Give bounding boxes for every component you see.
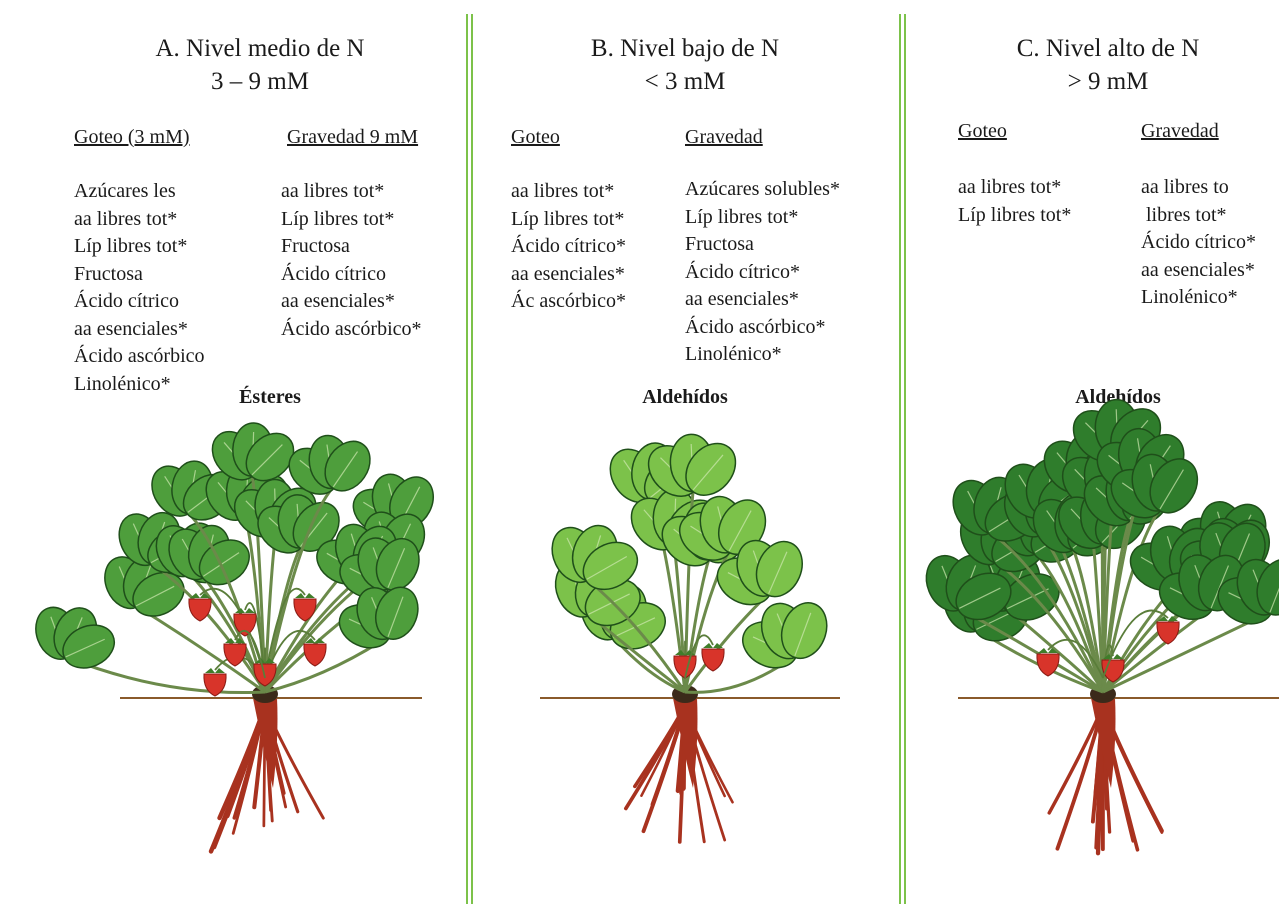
list-item: libres tot*: [1141, 202, 1256, 230]
panel-title: C. Nivel alto de N > 9 mM: [948, 32, 1268, 98]
panel-c: C. Nivel alto de N > 9 mM Goteo Gravedad…: [908, 0, 1279, 905]
list-item: Líp libres tot*: [685, 204, 840, 232]
list-item: Líp libres tot*: [511, 206, 626, 234]
list-item: Líp libres tot*: [74, 233, 205, 261]
panel-title-line1: A. Nivel medio de N: [90, 32, 430, 65]
list-item: Fructosa: [685, 231, 840, 259]
list-item: aa libres tot*: [958, 174, 1071, 202]
list-item: Ácido cítrico*: [511, 233, 626, 261]
list-item: Linolénico*: [685, 341, 840, 369]
list-item: aa libres tot*: [74, 206, 205, 234]
column-header-gravedad: Gravedad 9 mM: [287, 126, 418, 149]
panel-b: B. Nivel bajo de N < 3 mM Goteo Gravedad…: [475, 0, 899, 905]
list-item: Líp libres tot*: [281, 206, 422, 234]
compound-list-gravedad: Azúcares solubles* Líp libres tot* Fruct…: [685, 176, 840, 369]
list-item: aa libres to: [1141, 174, 1256, 202]
list-item: Ácido ascórbico*: [685, 314, 840, 342]
compound-list-goteo: aa libres tot* Líp libres tot*: [958, 174, 1071, 229]
list-item: Ácido ascórbico: [74, 343, 205, 371]
list-item: Ácido cítrico*: [685, 259, 840, 287]
stem: [1103, 612, 1270, 692]
foliage: [918, 399, 1279, 692]
strawberry-fruit: [294, 599, 316, 621]
panel-separator-1: [466, 14, 468, 904]
column-header-goteo: Goteo: [511, 126, 560, 149]
panel-title-line1: B. Nivel bajo de N: [515, 32, 855, 65]
roots: [1049, 698, 1162, 853]
list-item: aa libres tot*: [281, 178, 422, 206]
column-header-gravedad: Gravedad: [685, 126, 763, 149]
list-item: aa libres tot*: [511, 178, 626, 206]
list-item: aa esenciales*: [74, 316, 205, 344]
compound-list-goteo: Azúcares les aa libres tot* Líp libres t…: [74, 178, 205, 398]
list-item: Ácido cítrico: [74, 288, 205, 316]
panel-title: B. Nivel bajo de N < 3 mM: [515, 32, 855, 98]
volatile-compound-label: Ésteres: [200, 386, 340, 409]
column-header-gravedad: Gravedad: [1141, 120, 1219, 143]
list-item: aa esenciales*: [511, 261, 626, 289]
list-item: Ácido cítrico*: [1141, 229, 1256, 257]
list-item: Linolénico*: [74, 371, 205, 399]
list-item: Líp libres tot*: [958, 202, 1071, 230]
panel-a: A. Nivel medio de N 3 – 9 mM Goteo (3 mM…: [0, 0, 466, 905]
roots: [626, 698, 733, 842]
strawberry-fruit: [224, 644, 246, 666]
strawberry-fruit: [1157, 622, 1179, 644]
list-item: Ácido ascórbico*: [281, 316, 422, 344]
panel-separator-2b: [904, 14, 906, 904]
list-item: aa esenciales*: [281, 288, 422, 316]
list-item: aa esenciales*: [1141, 257, 1256, 285]
compound-list-goteo: aa libres tot* Líp libres tot* Ácido cít…: [511, 178, 626, 316]
column-header-goteo: Goteo (3 mM): [74, 126, 190, 149]
list-item: Ácido cítrico: [281, 261, 422, 289]
column-header-goteo: Goteo: [958, 120, 1007, 143]
volatile-compound-label: Aldehídos: [610, 386, 760, 409]
strawberry-plant-illustration: [0, 440, 466, 900]
list-item: Azúcares les: [74, 178, 205, 206]
strawberry-fruit: [189, 599, 211, 621]
panel-title: A. Nivel medio de N 3 – 9 mM: [90, 32, 430, 98]
panel-separator-2: [899, 14, 901, 904]
compound-list-gravedad: aa libres tot* Líp libres tot* Fructosa …: [281, 178, 422, 343]
roots: [211, 698, 323, 851]
panel-title-line1: C. Nivel alto de N: [948, 32, 1268, 65]
list-item: Ác ascórbico*: [511, 288, 626, 316]
list-item: aa esenciales*: [685, 286, 840, 314]
strawberry-fruit: [702, 649, 724, 671]
list-item: Fructosa: [74, 261, 205, 289]
panel-separator-1b: [471, 14, 473, 904]
panel-title-line2: 3 – 9 mM: [90, 65, 430, 98]
list-item: Linolénico*: [1141, 284, 1256, 312]
list-item: Fructosa: [281, 233, 422, 261]
compound-list-gravedad: aa libres to libres tot* Ácido cítrico* …: [1141, 174, 1256, 312]
strawberry-fruit: [304, 644, 326, 666]
strawberry-plant-illustration: [475, 440, 899, 900]
strawberry-plant-illustration: [908, 430, 1279, 900]
panel-title-line2: < 3 mM: [515, 65, 855, 98]
panel-title-line2: > 9 mM: [948, 65, 1268, 98]
list-item: Azúcares solubles*: [685, 176, 840, 204]
